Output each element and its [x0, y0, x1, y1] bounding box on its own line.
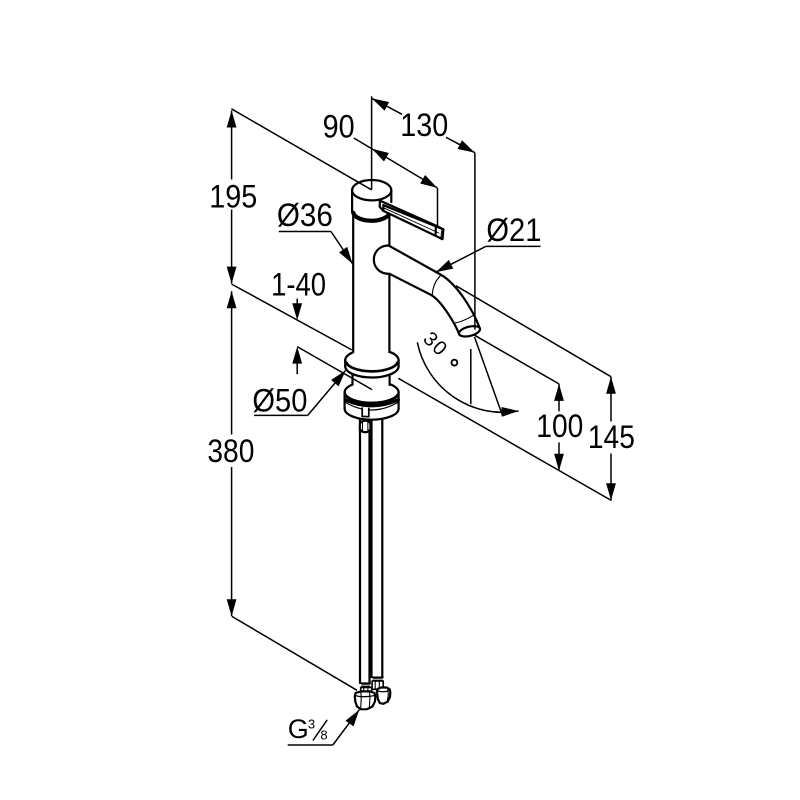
svg-text:380: 380	[207, 433, 254, 469]
svg-text:Ø36: Ø36	[277, 197, 333, 233]
svg-text:195: 195	[209, 179, 257, 215]
svg-text:Ø50: Ø50	[252, 382, 307, 418]
svg-text:130: 130	[400, 107, 448, 143]
svg-text:145: 145	[588, 419, 635, 455]
svg-text:90: 90	[323, 108, 355, 144]
svg-text:100: 100	[536, 408, 583, 444]
svg-text:3: 3	[308, 717, 315, 732]
svg-text:1-40: 1-40	[271, 266, 326, 302]
svg-text:Ø21: Ø21	[486, 212, 541, 248]
svg-text:8: 8	[320, 727, 327, 742]
svg-text:G: G	[288, 714, 309, 744]
